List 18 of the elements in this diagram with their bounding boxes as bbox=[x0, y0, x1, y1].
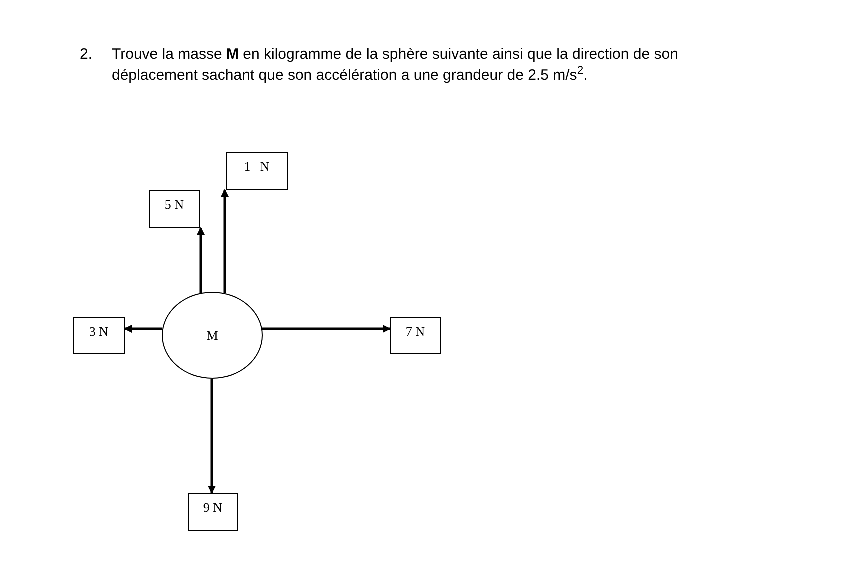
question-number: 2. bbox=[80, 45, 93, 65]
force-arrow bbox=[262, 325, 391, 333]
force-value: 1 N bbox=[244, 159, 270, 175]
force-value: 9 N bbox=[203, 500, 223, 516]
force-box bbox=[73, 317, 125, 354]
force-box bbox=[149, 190, 200, 228]
force-arrow bbox=[208, 379, 216, 494]
mass-label: M bbox=[206, 328, 218, 344]
force-box bbox=[390, 317, 441, 354]
force-value: 5 N bbox=[164, 197, 184, 213]
force-arrow bbox=[124, 325, 163, 333]
force-box bbox=[226, 152, 288, 190]
force-arrow bbox=[221, 189, 229, 294]
force-value: 3 N bbox=[89, 324, 109, 340]
force-value: 7 N bbox=[406, 324, 426, 340]
force-arrow bbox=[197, 227, 205, 294]
force-box bbox=[188, 493, 238, 531]
question-text: Trouve la masse M en kilogramme de la sphère suivante ainsi que la direction de son déplacement sachant que son accélération a une grandeur de 2.5 m/s$^{2}$. bbox=[112, 45, 680, 86]
